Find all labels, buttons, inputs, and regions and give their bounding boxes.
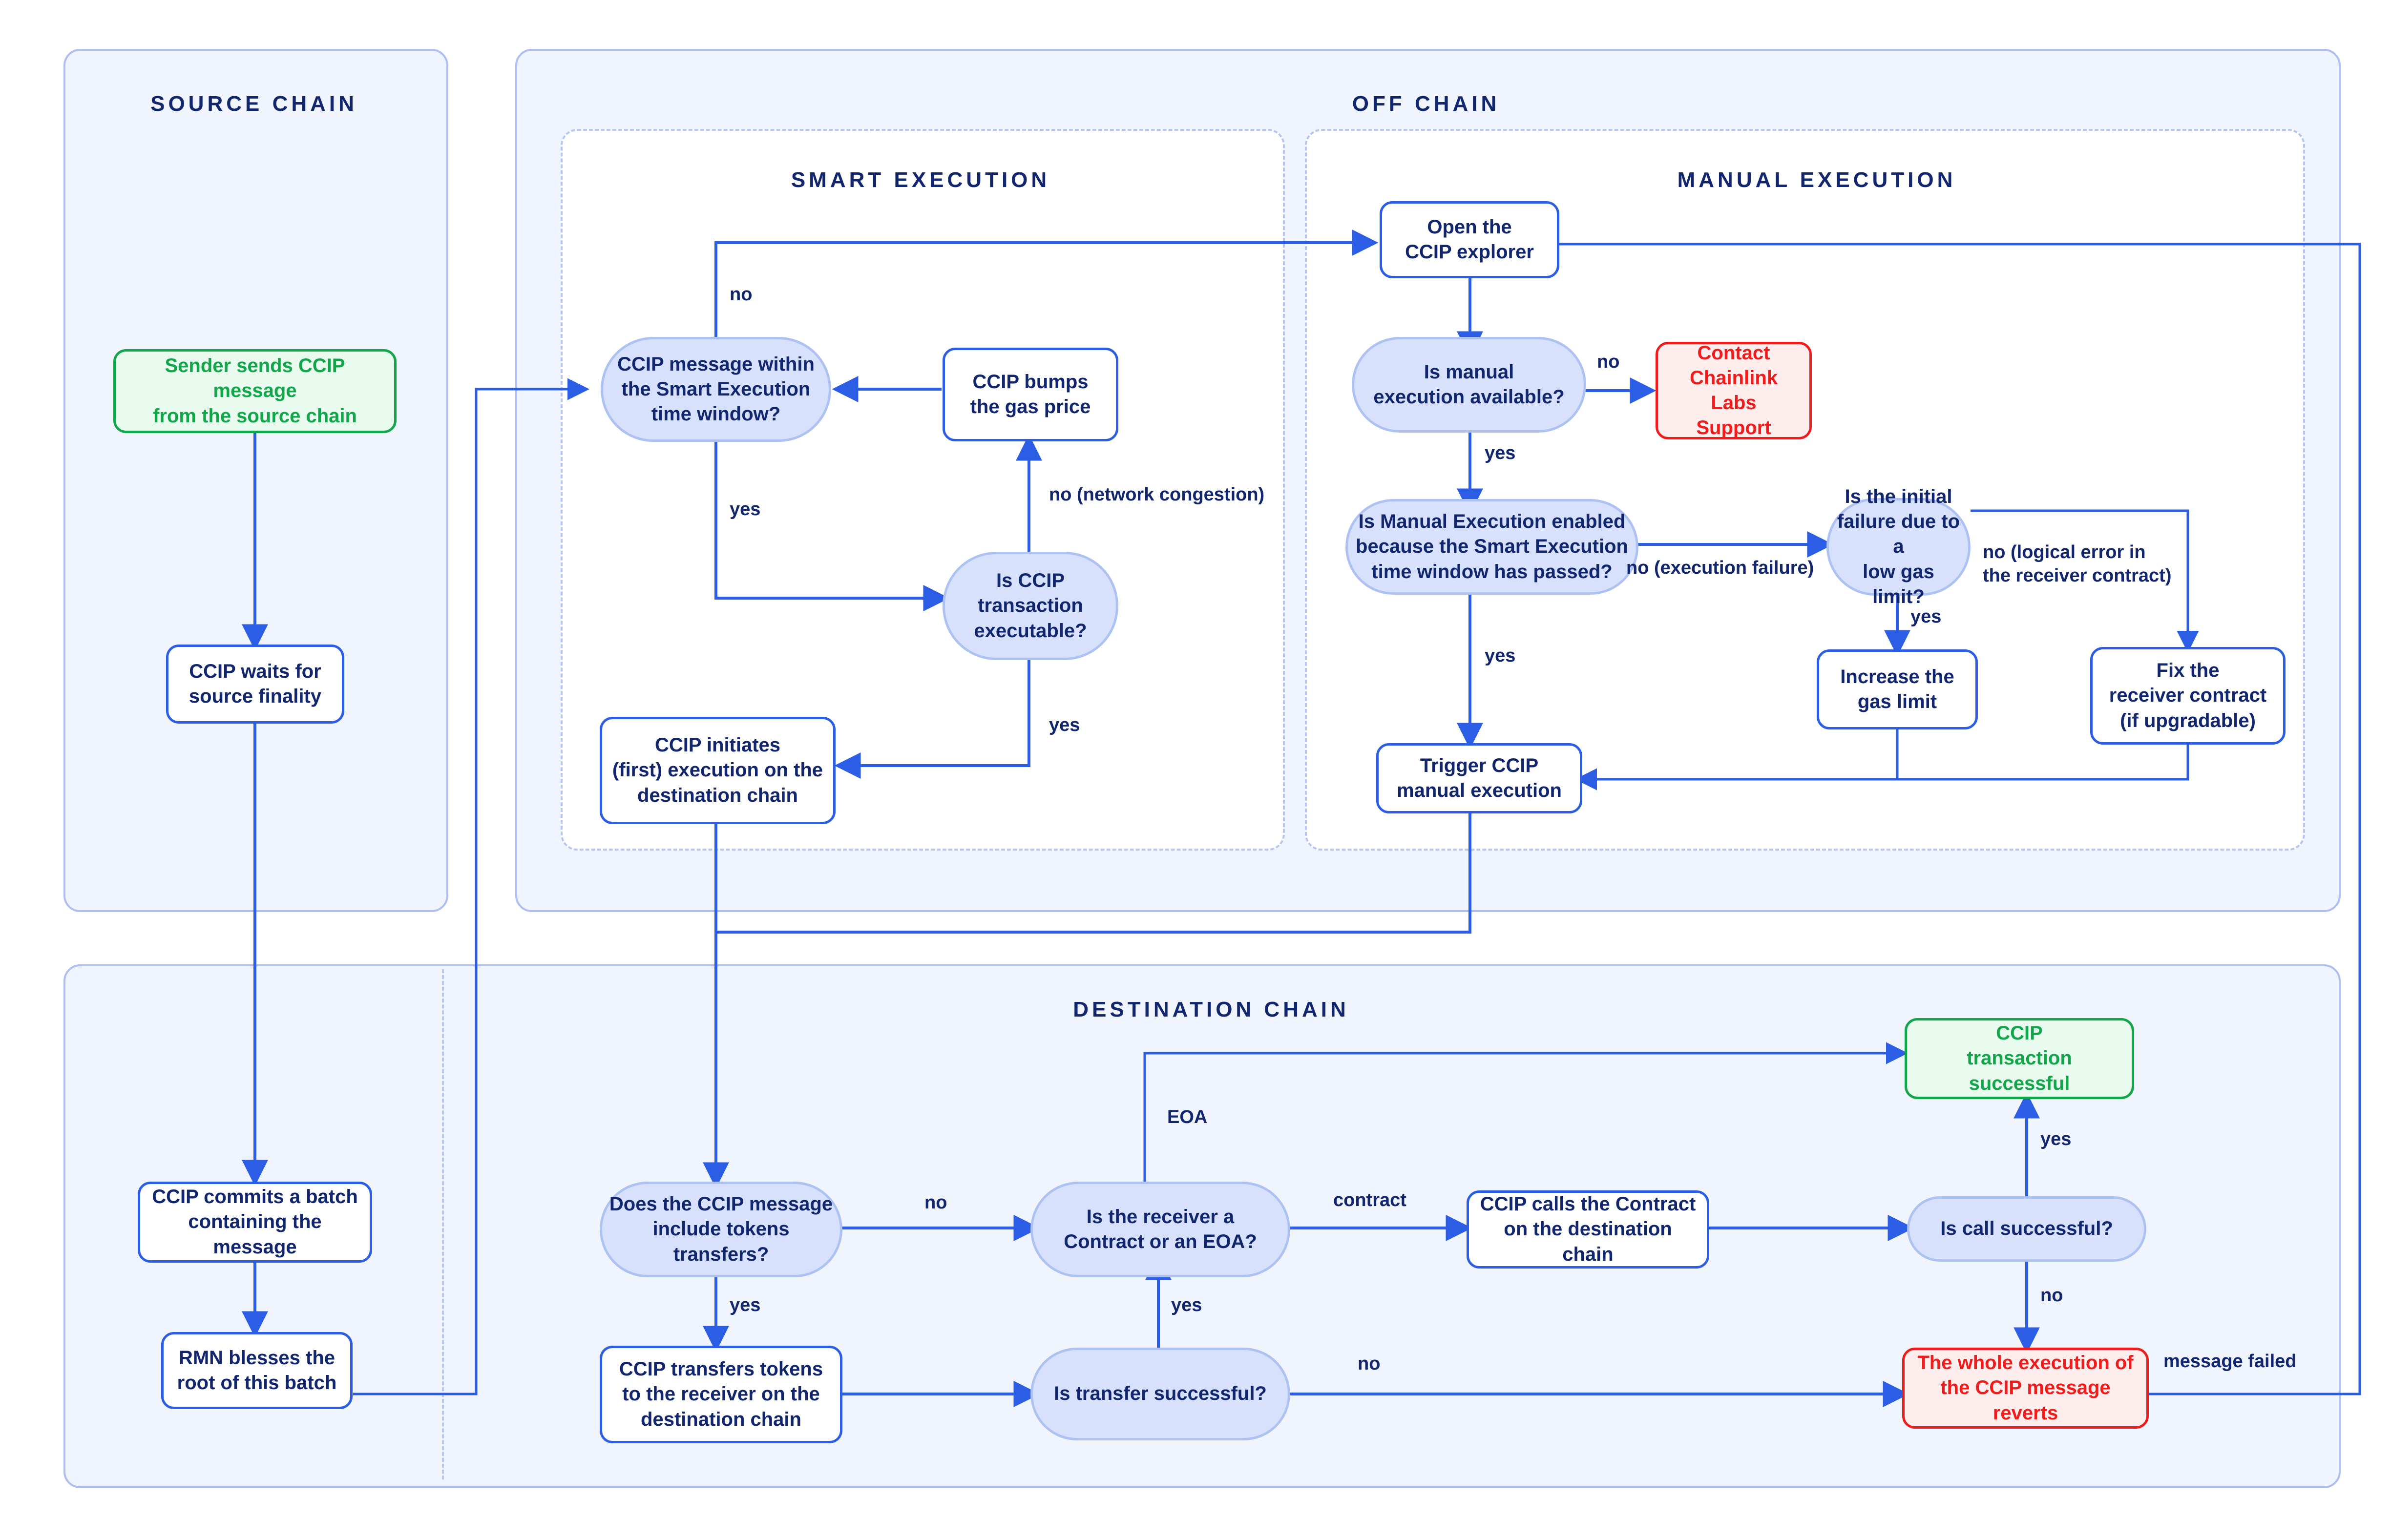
node-within-smart-execution-window[interactable]: CCIP message within the Smart Execution … [601, 337, 831, 442]
edge-label-no-manual-available: no [1597, 352, 1620, 372]
node-is-transfer-successful[interactable]: Is transfer successful? [1030, 1348, 1290, 1440]
node-ccip-commits-batch[interactable]: CCIP commits a batch containing the mess… [138, 1182, 372, 1263]
edge-label-no-window: no [730, 284, 753, 305]
edge-label-contract: contract [1333, 1190, 1406, 1210]
node-is-manual-execution-available[interactable]: Is manual execution available? [1352, 337, 1586, 433]
node-sender-sends-message[interactable]: Sender sends CCIP message from the sourc… [113, 349, 397, 433]
lane-destination-chain-title: DESTINATION CHAIN [1073, 998, 1349, 1021]
edge-label-yes-me-enabled: yes [1485, 645, 1516, 666]
node-is-call-successful[interactable]: Is call successful? [1907, 1196, 2146, 1262]
node-execution-reverts[interactable]: The whole execution of the CCIP message … [1902, 1348, 2149, 1429]
edge-label-yes-transfer: yes [1171, 1295, 1202, 1315]
edge-label-yes-tokens: yes [730, 1295, 761, 1315]
edge-label-no-call: no [2040, 1285, 2063, 1306]
node-initial-failure-low-gas[interactable]: Is the initial failure due to a low gas … [1826, 486, 1971, 607]
node-ccip-waits-finality[interactable]: CCIP waits for source finality [166, 645, 344, 724]
edge-label-no-network-congestion: no (network congestion) [1049, 484, 1265, 505]
node-increase-gas-limit[interactable]: Increase the gas limit [1817, 649, 1978, 729]
node-is-transaction-executable[interactable]: Is CCIP transaction executable? [943, 552, 1118, 660]
node-ccip-transaction-successful[interactable]: CCIP transaction successful [1905, 1018, 2134, 1099]
sublane-manual-execution-title: MANUAL EXECUTION [1677, 168, 1956, 192]
node-trigger-manual-execution[interactable]: Trigger CCIP manual execution [1376, 743, 1582, 813]
edge-label-yes-manual-available: yes [1485, 443, 1516, 463]
node-open-ccip-explorer[interactable]: Open the CCIP explorer [1380, 201, 1559, 278]
lane-source-chain [63, 49, 448, 912]
node-manual-execution-enabled[interactable]: Is Manual Execution enabled because the … [1345, 499, 1638, 595]
edge-label-yes-low-gas: yes [1910, 606, 1942, 627]
edge-label-yes-call: yes [2040, 1129, 2072, 1149]
edge-label-no-tokens: no [924, 1192, 947, 1213]
node-ccip-bumps-gas-price[interactable]: CCIP bumps the gas price [943, 348, 1118, 441]
edge-label-no-transfer: no [1358, 1353, 1381, 1374]
edge-label-eoa: EOA [1167, 1107, 1208, 1127]
node-ccip-calls-contract[interactable]: CCIP calls the Contract on the destinati… [1467, 1190, 1709, 1269]
edge-label-yes-window: yes [730, 499, 761, 520]
edge-label-message-failed: message failed [2163, 1351, 2297, 1372]
edge-label-yes-executable: yes [1049, 715, 1080, 735]
lane-source-chain-title: SOURCE CHAIN [150, 92, 357, 116]
node-ccip-initiates-execution[interactable]: CCIP initiates (first) execution on the … [600, 717, 836, 824]
node-ccip-transfers-tokens[interactable]: CCIP transfers tokens to the receiver on… [600, 1346, 842, 1443]
destination-lane-divider [442, 969, 444, 1479]
lane-off-chain-title: OFF CHAIN [1352, 92, 1500, 116]
node-rmn-blesses-root[interactable]: RMN blesses the root of this batch [161, 1332, 353, 1409]
node-message-includes-token-transfers[interactable]: Does the CCIP message include tokens tra… [600, 1182, 842, 1277]
node-is-receiver-contract-or-eoa[interactable]: Is the receiver a Contract or an EOA? [1030, 1182, 1290, 1277]
edge-label-no-logical-error: no (logical error in the receiver contra… [1983, 542, 2172, 586]
edge-label-no-execution-failure: no (execution failure) [1626, 558, 1814, 578]
node-contact-chainlink-support[interactable]: Contact Chainlink Labs Support [1656, 342, 1812, 439]
node-fix-receiver-contract[interactable]: Fix the receiver contract (if upgradable… [2090, 647, 2286, 745]
sublane-smart-execution-title: SMART EXECUTION [791, 168, 1050, 192]
